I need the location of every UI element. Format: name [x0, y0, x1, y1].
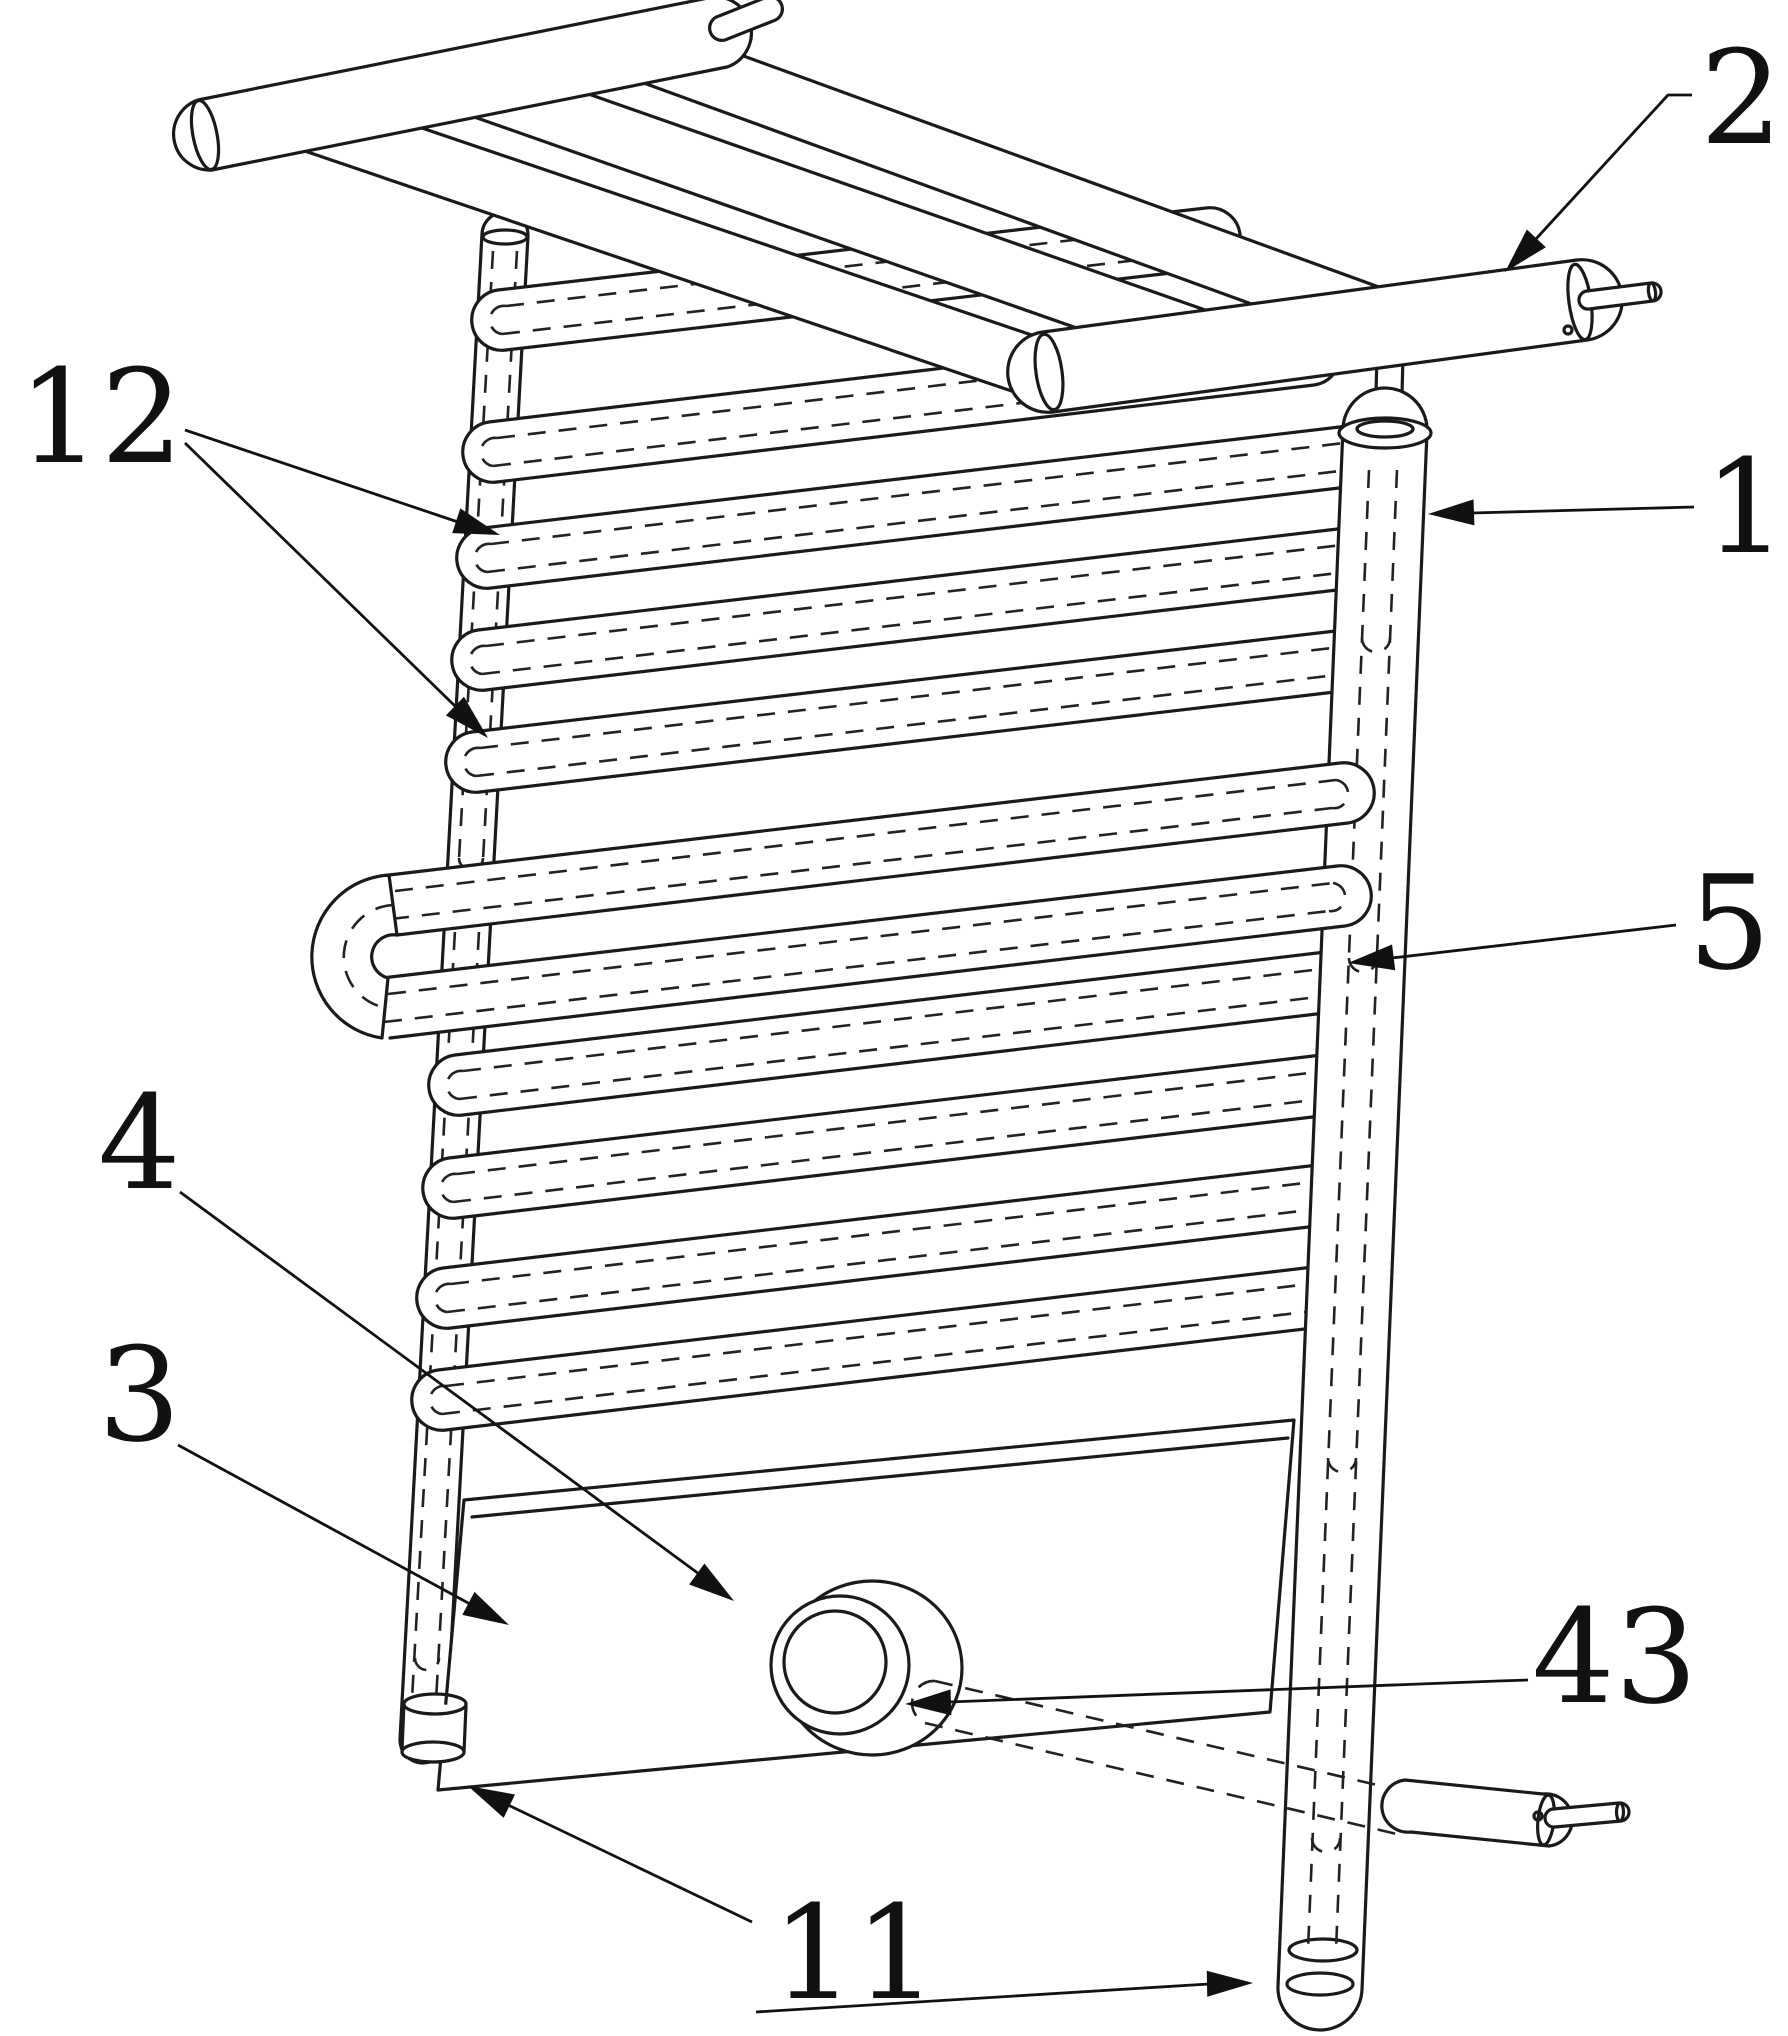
- callout-12: 12: [18, 341, 500, 738]
- callout-12-arrow-a: [452, 508, 500, 535]
- front-rail-open-end: [1033, 332, 1065, 412]
- callout-4-label: 4: [98, 1067, 181, 1219]
- callout-43-label: 43: [1532, 1581, 1697, 1733]
- callout-4-leader: [179, 1190, 700, 1576]
- callout-12-label: 12: [18, 341, 183, 493]
- callout-43-leader: [948, 1678, 1529, 1704]
- callout-4-arrow: [689, 1563, 734, 1601]
- left-foot: [400, 1692, 468, 1764]
- callout-1: 1: [1428, 431, 1787, 583]
- callout-43: 43: [905, 1581, 1697, 1733]
- callout-12-leader-a: [184, 428, 459, 524]
- callout-11: 11: [468, 1786, 1253, 2029]
- back-rail-stub: [708, 0, 784, 42]
- callout-43-arrow: [905, 1689, 952, 1716]
- callout-1-arrow: [1428, 499, 1475, 526]
- callout-2: 2: [1505, 22, 1783, 272]
- callout-3-leader: [177, 1443, 471, 1606]
- callout-3-arrow: [462, 1591, 509, 1625]
- callout-11-label: 11: [772, 1877, 937, 2029]
- callout-1-leader: [1471, 505, 1695, 515]
- callout-2-arrow: [1505, 229, 1546, 272]
- callout-3-label: 3: [98, 1319, 181, 1471]
- callout-11-leader-b: [755, 1982, 1210, 2014]
- right-post-bottom-cap: [1285, 1971, 1355, 1997]
- callout-12-leader-b: [184, 441, 457, 709]
- drain-cylinder: [1380, 1778, 1574, 1848]
- thermostat-boss: [769, 1579, 964, 1757]
- right-post-bottom-collar: [1287, 1937, 1359, 1963]
- callout-2-leader: [1533, 93, 1692, 241]
- callout-5-leader: [1391, 923, 1677, 960]
- callout-12-arrow-b: [445, 696, 488, 738]
- front-rail-bolt-dot: [1562, 324, 1574, 336]
- u-bend-loop: [310, 761, 1376, 1040]
- callout-11-leader-a: [507, 1803, 753, 1924]
- callout-5-arrow: [1348, 944, 1396, 971]
- callout-5: 5: [1348, 847, 1771, 999]
- u-bend-elbow: [310, 873, 399, 1040]
- callout-4: 4: [98, 1067, 734, 1601]
- callouts: 2 1 12 5 4 3: [18, 22, 1787, 2029]
- callout-3: 3: [98, 1319, 509, 1625]
- callout-1-label: 1: [1704, 431, 1787, 583]
- callout-11-arrow-b: [1206, 1970, 1253, 1997]
- bottom-right-fitting: [910, 1679, 1631, 1997]
- callout-5-label: 5: [1688, 847, 1771, 999]
- callout-11-arrow-a: [468, 1786, 516, 1818]
- top-shelf: [172, 0, 1663, 414]
- drain-bolt-dot: [1532, 1810, 1544, 1822]
- callout-2-label: 2: [1700, 22, 1783, 174]
- back-rail-open-end: [189, 98, 221, 172]
